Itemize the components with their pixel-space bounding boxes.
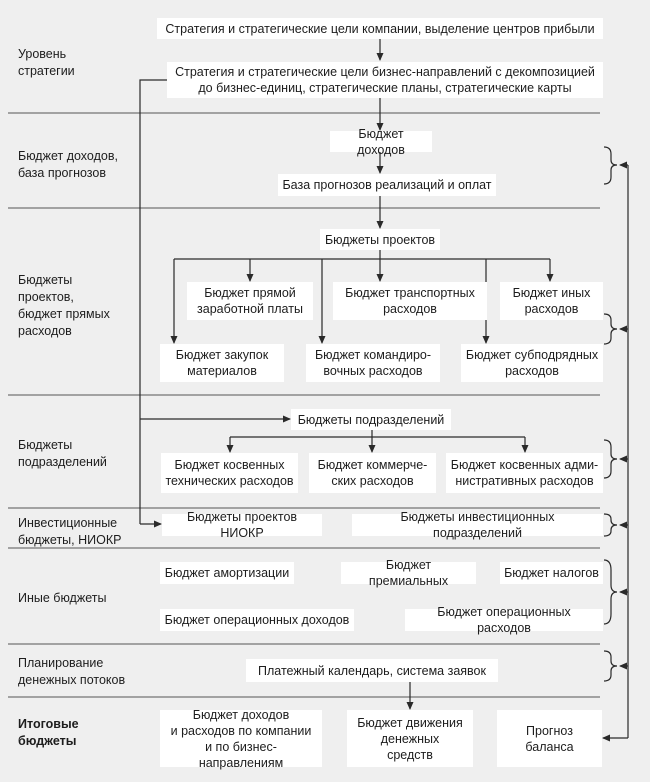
level-label-other: Иные бюджеты: [18, 591, 107, 605]
box-project-budgets: Бюджеты проектов: [320, 229, 440, 250]
level-label-divisions: Бюджеты подразделений: [18, 438, 107, 469]
level-label-projects: Бюджеты проектов, бюджет прямых расходов: [18, 273, 110, 338]
box-payment-calendar: Платежный календарь, система заявок: [246, 659, 498, 682]
box-revenue-budget: Бюджет доходов: [330, 127, 432, 157]
level-label-invest: Инвестиционные бюджеты, НИОКР: [18, 516, 122, 547]
brace-invest: [603, 513, 618, 537]
box-materials: Бюджет закупок материалов: [160, 344, 284, 382]
box-operating-income: Бюджет операционных доходов: [160, 609, 354, 631]
box-other-expenses: Бюджет иных расходов: [500, 282, 603, 320]
box-income-expense-budget: Бюджет доходов и расходов по компании и …: [160, 708, 322, 770]
level-label-cashflow: Планирование денежных потоков: [18, 656, 126, 687]
box-company-strategy: Стратегия и стратегические цели компании…: [157, 18, 603, 39]
box-balance-forecast: Прогноз баланса: [497, 710, 602, 767]
level-label-revenue: Бюджет доходов, база прогнозов: [18, 149, 118, 180]
level-label-strategy: Уровень стратегии: [18, 47, 75, 78]
box-invest-divisions: Бюджеты инвестиционных подразделений: [352, 510, 603, 540]
box-cash-flow-budget: Бюджет движения денежных средств: [347, 710, 473, 767]
brace-projects: [603, 313, 618, 345]
level-label-final: Итоговые бюджеты: [18, 717, 79, 748]
box-depreciation: Бюджет амортизации: [160, 562, 294, 584]
box-forecast-base: База прогнозов реализаций и оплат: [278, 174, 496, 196]
brace-revenue: [603, 146, 618, 185]
box-transport: Бюджет транспортных расходов: [333, 282, 487, 320]
box-rnd-projects: Бюджеты проектов НИОКР: [162, 510, 322, 540]
strategy-spine: [139, 79, 167, 524]
box-commercial: Бюджет коммерче- ских расходов: [309, 453, 436, 493]
box-indirect-admin: Бюджет косвенных адми- нистративных расх…: [446, 453, 603, 493]
box-taxes: Бюджет налогов: [500, 562, 603, 584]
brace-other: [603, 559, 618, 625]
box-travel: Бюджет командиро- вочных расходов: [306, 344, 440, 382]
box-operating-expense: Бюджет операционных расходов: [405, 605, 603, 635]
box-subcontract: Бюджет субподрядных расходов: [461, 344, 603, 382]
brace-divisions: [603, 439, 618, 479]
box-bonus: Бюджет премиальных: [341, 558, 476, 588]
brace-cashflow: [603, 650, 618, 682]
box-division-budgets: Бюджеты подразделений: [291, 409, 451, 430]
box-indirect-tech: Бюджет косвенных технических расходов: [161, 453, 298, 493]
box-bu-strategy: Стратегия и стратегические цели бизнес-н…: [167, 62, 603, 98]
box-direct-labor: Бюджет прямой заработной платы: [187, 282, 313, 320]
